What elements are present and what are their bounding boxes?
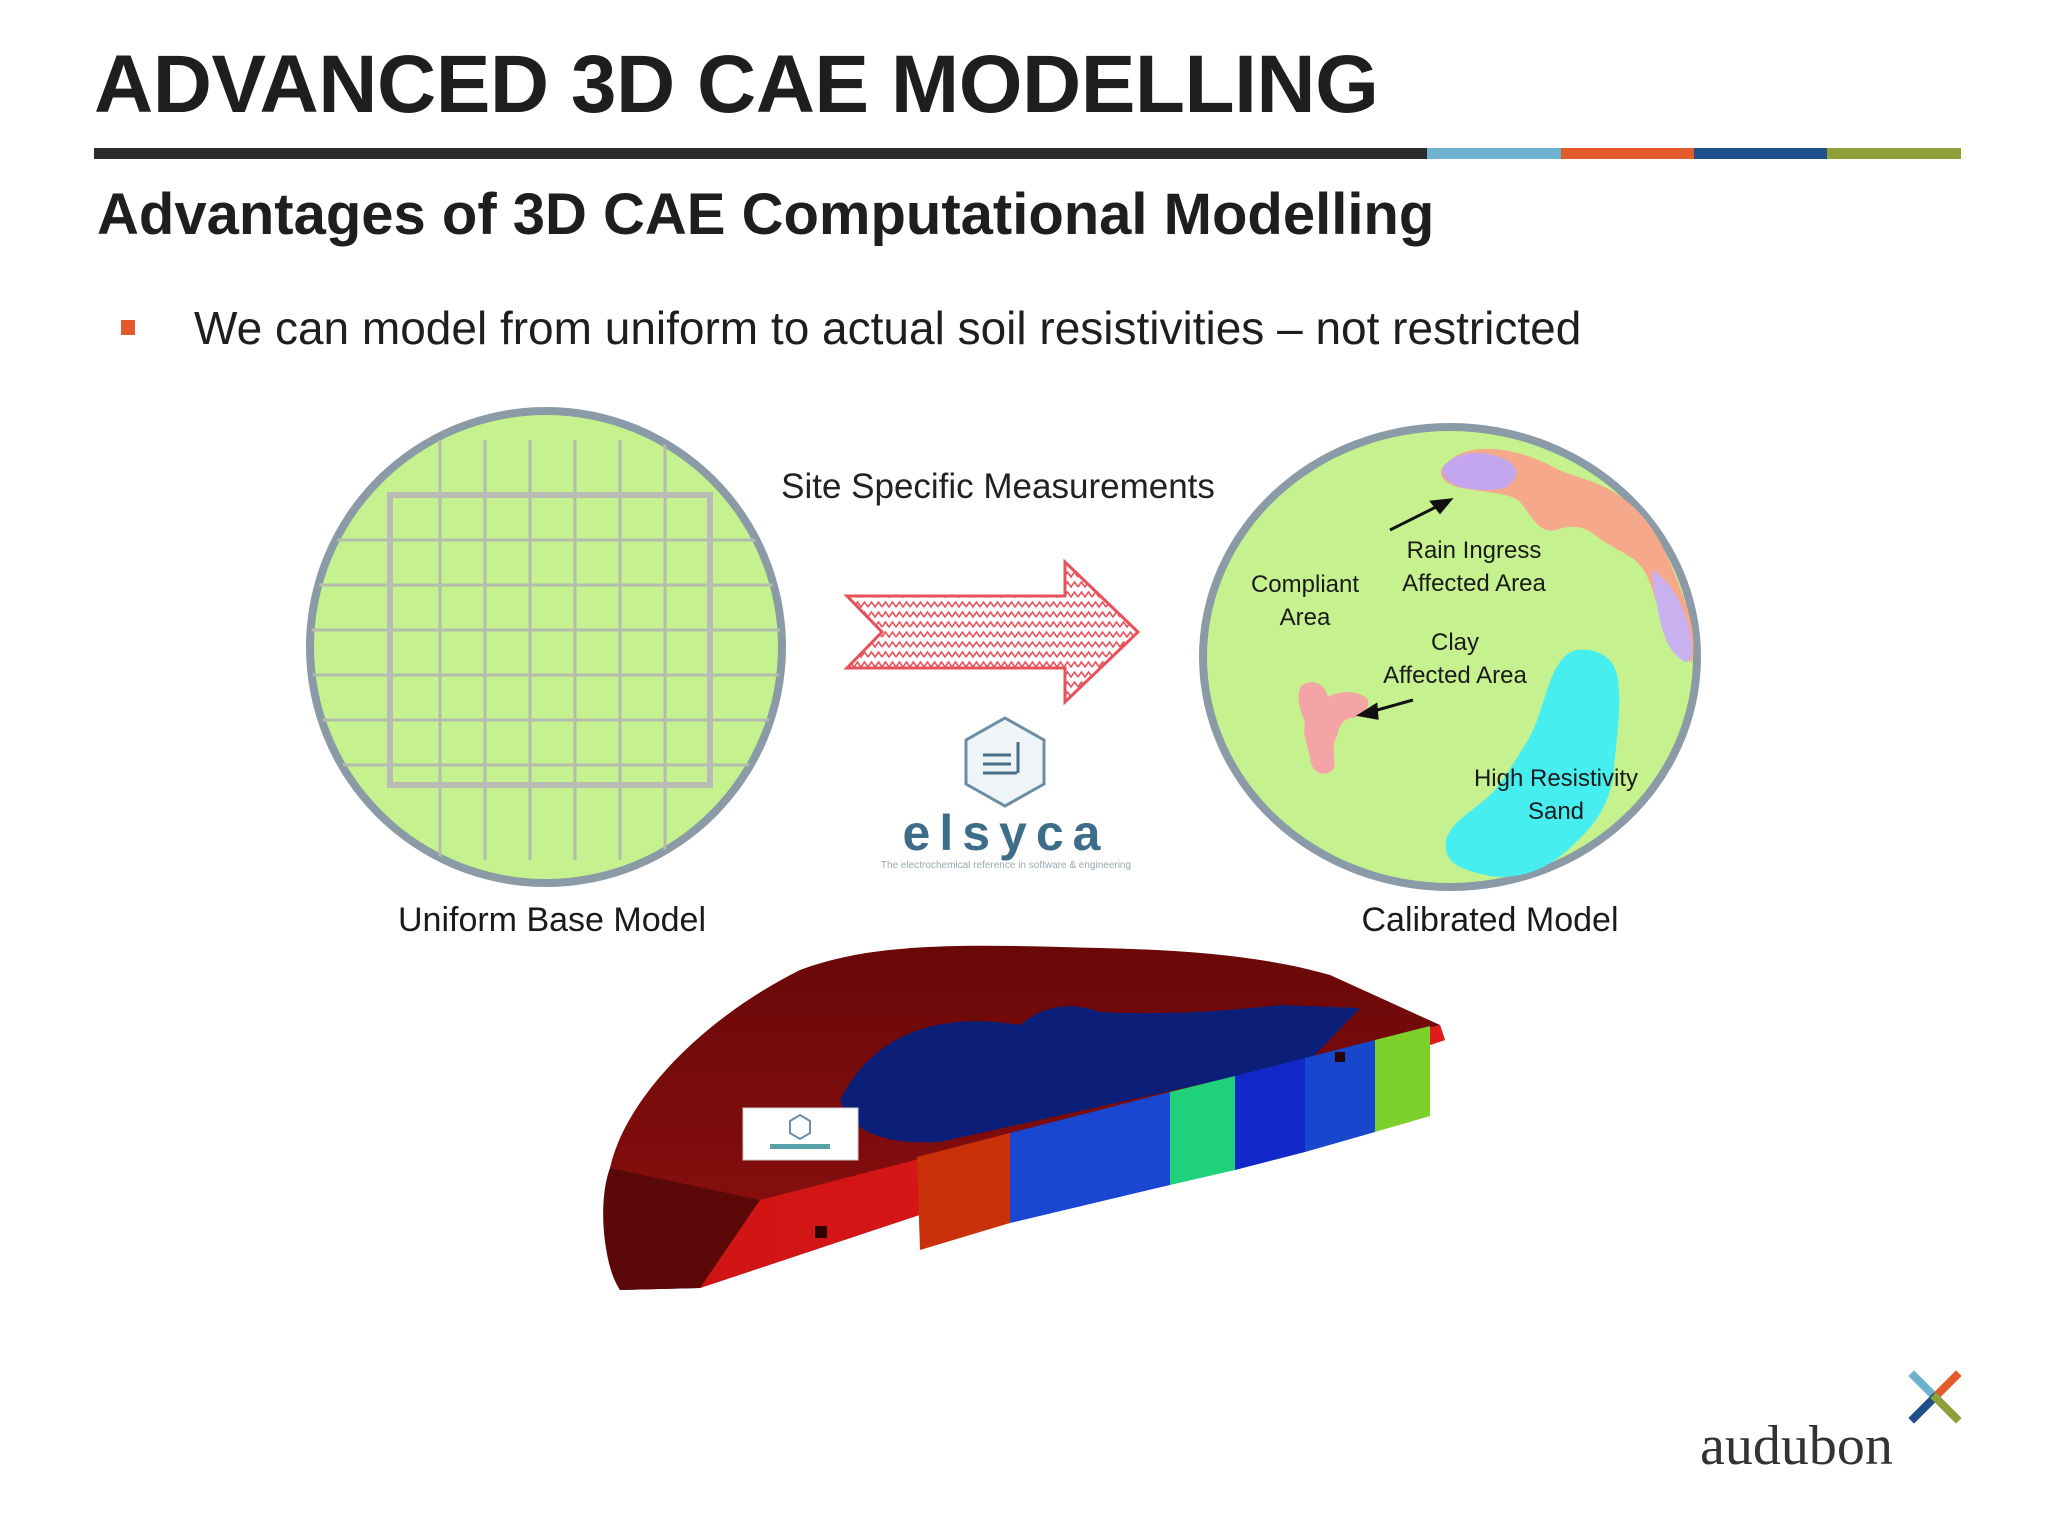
- title-rule: [94, 148, 1961, 159]
- soil-model-figure: Site Specific Measurements elsyca The el…: [280, 400, 1760, 1320]
- band-blue-3: [1305, 1040, 1375, 1152]
- calibrated-model: Rain Ingress Affected Area Compliant Are…: [1199, 423, 1701, 891]
- band-lime: [1375, 1026, 1430, 1132]
- rule-segment-navy: [1694, 148, 1827, 159]
- uniform-model-caption: Uniform Base Model: [398, 901, 706, 939]
- label-sand-1: High Resistivity: [1474, 765, 1638, 792]
- rule-segment-orange: [1561, 148, 1694, 159]
- elsyca-tagline: The electrochemical reference in softwar…: [881, 860, 1131, 871]
- bullet-square-icon: [121, 320, 135, 335]
- bullet-text: We can model from uniform to actual soil…: [194, 302, 1582, 354]
- elsyca-wordmark: elsyca: [903, 805, 1110, 861]
- band-blue-2: [1235, 1058, 1305, 1170]
- measurement-arrow-icon: [843, 558, 1141, 706]
- rain-ingress-core: [1442, 452, 1517, 490]
- render-marker-1: [815, 1226, 827, 1238]
- 3d-simulation-render: [603, 945, 1445, 1290]
- rule-segment-olive: [1827, 148, 1961, 159]
- label-rain-ingress-2: Affected Area: [1402, 570, 1546, 597]
- annotation-arrows: [1355, 498, 1454, 720]
- band-green: [1170, 1076, 1235, 1185]
- embedded-elsyca-badge: [742, 1107, 859, 1161]
- label-sand-2: Sand: [1528, 798, 1584, 825]
- rain-ingress-edge: [1652, 570, 1693, 662]
- rule-segment-light-blue: [1427, 148, 1561, 159]
- slide-subtitle: Advantages of 3D CAE Computational Model…: [97, 182, 1435, 247]
- render-low-resistivity-pool: [840, 1005, 1360, 1143]
- calibrated-model-caption: Calibrated Model: [1361, 901, 1618, 939]
- elsyca-logo: elsyca The electrochemical reference in …: [881, 716, 1131, 871]
- rule-segment-dark: [94, 148, 1427, 159]
- badge-hex-icon: [789, 1113, 811, 1141]
- clay-affected-region: [1298, 682, 1369, 774]
- uniform-model-disc: [314, 415, 778, 879]
- slide-title: ADVANCED 3D CAE MODELLING: [94, 39, 1379, 130]
- label-rain-ingress-1: Rain Ingress: [1407, 537, 1542, 564]
- band-blue-1: [1010, 1092, 1170, 1223]
- band-orange: [917, 1133, 1010, 1250]
- mesh-grid: [311, 440, 780, 860]
- render-marker-2: [1335, 1052, 1345, 1062]
- label-clay-2: Affected Area: [1383, 662, 1527, 689]
- render-left-end: [603, 1168, 760, 1290]
- high-resistivity-sand-region: [1445, 649, 1620, 877]
- uniform-base-model: [306, 407, 786, 887]
- audubon-logo-mark-icon: [1908, 1370, 1962, 1424]
- arrow-caption: Site Specific Measurements: [781, 467, 1215, 506]
- label-clay-1: Clay: [1431, 629, 1479, 656]
- label-compliant-2: Area: [1280, 604, 1331, 631]
- audubon-brand-name: audubon: [1700, 1415, 1893, 1477]
- badge-wordmark-bar: [770, 1144, 830, 1149]
- label-compliant-1: Compliant: [1251, 571, 1359, 598]
